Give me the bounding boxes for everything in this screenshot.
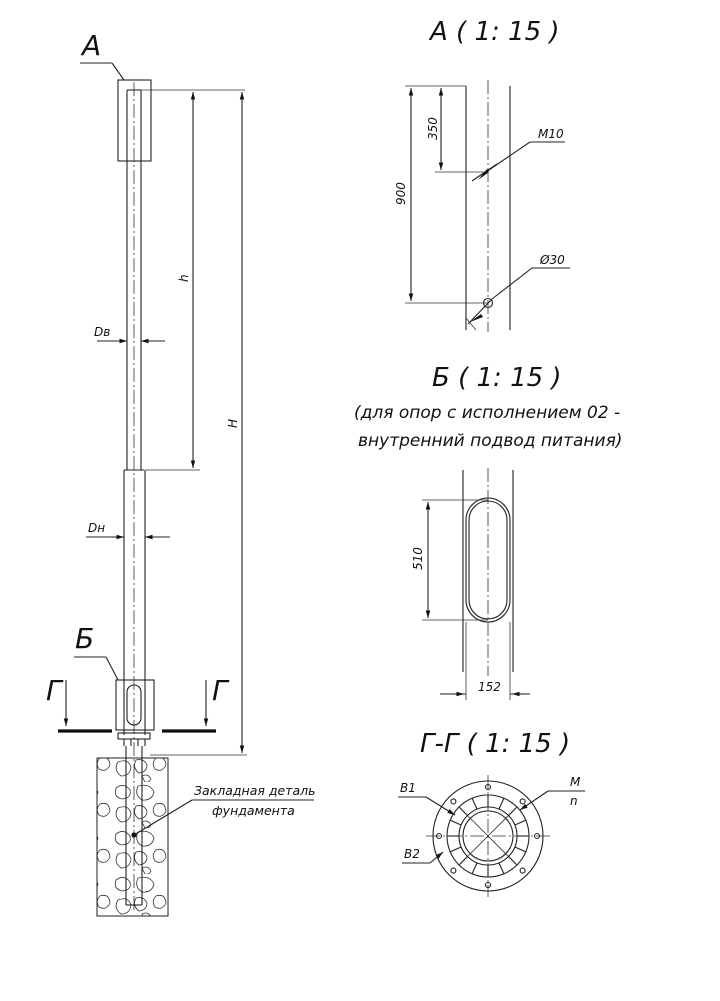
dim-350-label: 350 — [426, 117, 440, 140]
detail-b-note-line2: внутренний подвод питания) — [358, 431, 622, 451]
detail-b-note-line1: (для опор с исполнением 02 - — [354, 403, 620, 423]
label-m: М — [570, 775, 581, 789]
label-b1: В1 — [400, 781, 416, 795]
thread-m10-label: М10 — [538, 127, 564, 141]
section-label-left: Г — [46, 674, 64, 707]
dim-H-label: H — [226, 419, 240, 428]
dim-dv-label: Dв — [94, 325, 110, 339]
section-gg-view: Г-Г ( 1: 15 ) — [398, 729, 585, 897]
foundation-block — [96, 757, 169, 917]
detail-b-view: Б ( 1: 15 ) (для опор с исполнением 02 -… — [354, 363, 622, 700]
foundation-label-line1: Закладная деталь — [194, 783, 315, 798]
dim-900-label: 900 — [394, 182, 408, 205]
dim-510-label: 510 — [411, 547, 425, 570]
dim-152-label: 152 — [478, 680, 501, 694]
label-n: n — [570, 794, 578, 808]
detail-a-frame — [117, 79, 152, 162]
detail-b-frame — [115, 679, 155, 731]
detail-a-title: А ( 1: 15 ) — [428, 17, 560, 47]
cable-slot — [465, 497, 511, 623]
view-a-marker: А — [80, 29, 101, 62]
view-b-marker: Б — [75, 622, 94, 655]
pole-elevation: А Б Г Г — [46, 29, 315, 917]
stiffening-ribs — [447, 795, 529, 877]
foundation-label-line2: фундамента — [212, 803, 295, 818]
dim-h-label: h — [177, 274, 191, 282]
bolt-holes — [435, 783, 541, 889]
detail-a-view: А ( 1: 15 ) 900 350 М10 Ø30 — [394, 17, 570, 332]
section-gg-title: Г-Г ( 1: 15 ) — [420, 729, 570, 759]
detail-b-title: Б ( 1: 15 ) — [432, 363, 562, 393]
label-b2: В2 — [404, 847, 420, 861]
section-label-right: Г — [212, 674, 230, 707]
hole-d30-label: Ø30 — [539, 253, 565, 267]
dim-dn-label: Dн — [88, 521, 105, 535]
